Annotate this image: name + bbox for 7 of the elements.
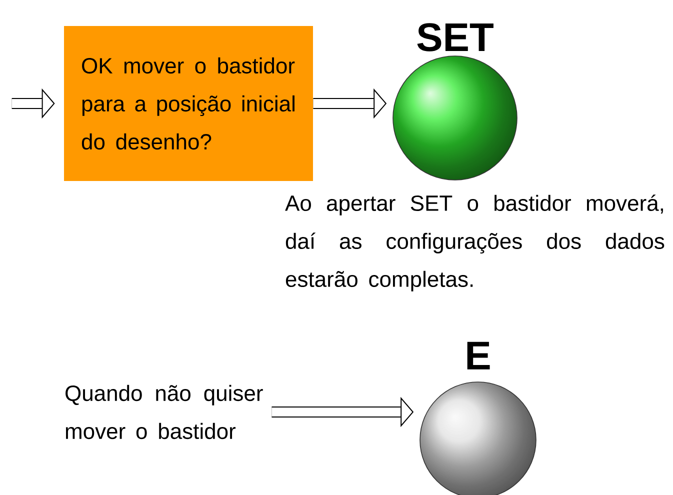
description-text: Ao apertar SET o bastidor moverá, daí as configurações dos dados estarão completas. — [285, 194, 664, 292]
round-button: SET — [392, 23, 518, 180]
message-box: OK mover o bastidor para a posição inicial do desenho? — [64, 26, 313, 181]
round-button: E — [420, 342, 536, 495]
node-label: E — [467, 342, 490, 370]
instruction-text: Quando não quiser mover o bastidor — [66, 384, 263, 440]
node-label: SET — [417, 23, 494, 52]
